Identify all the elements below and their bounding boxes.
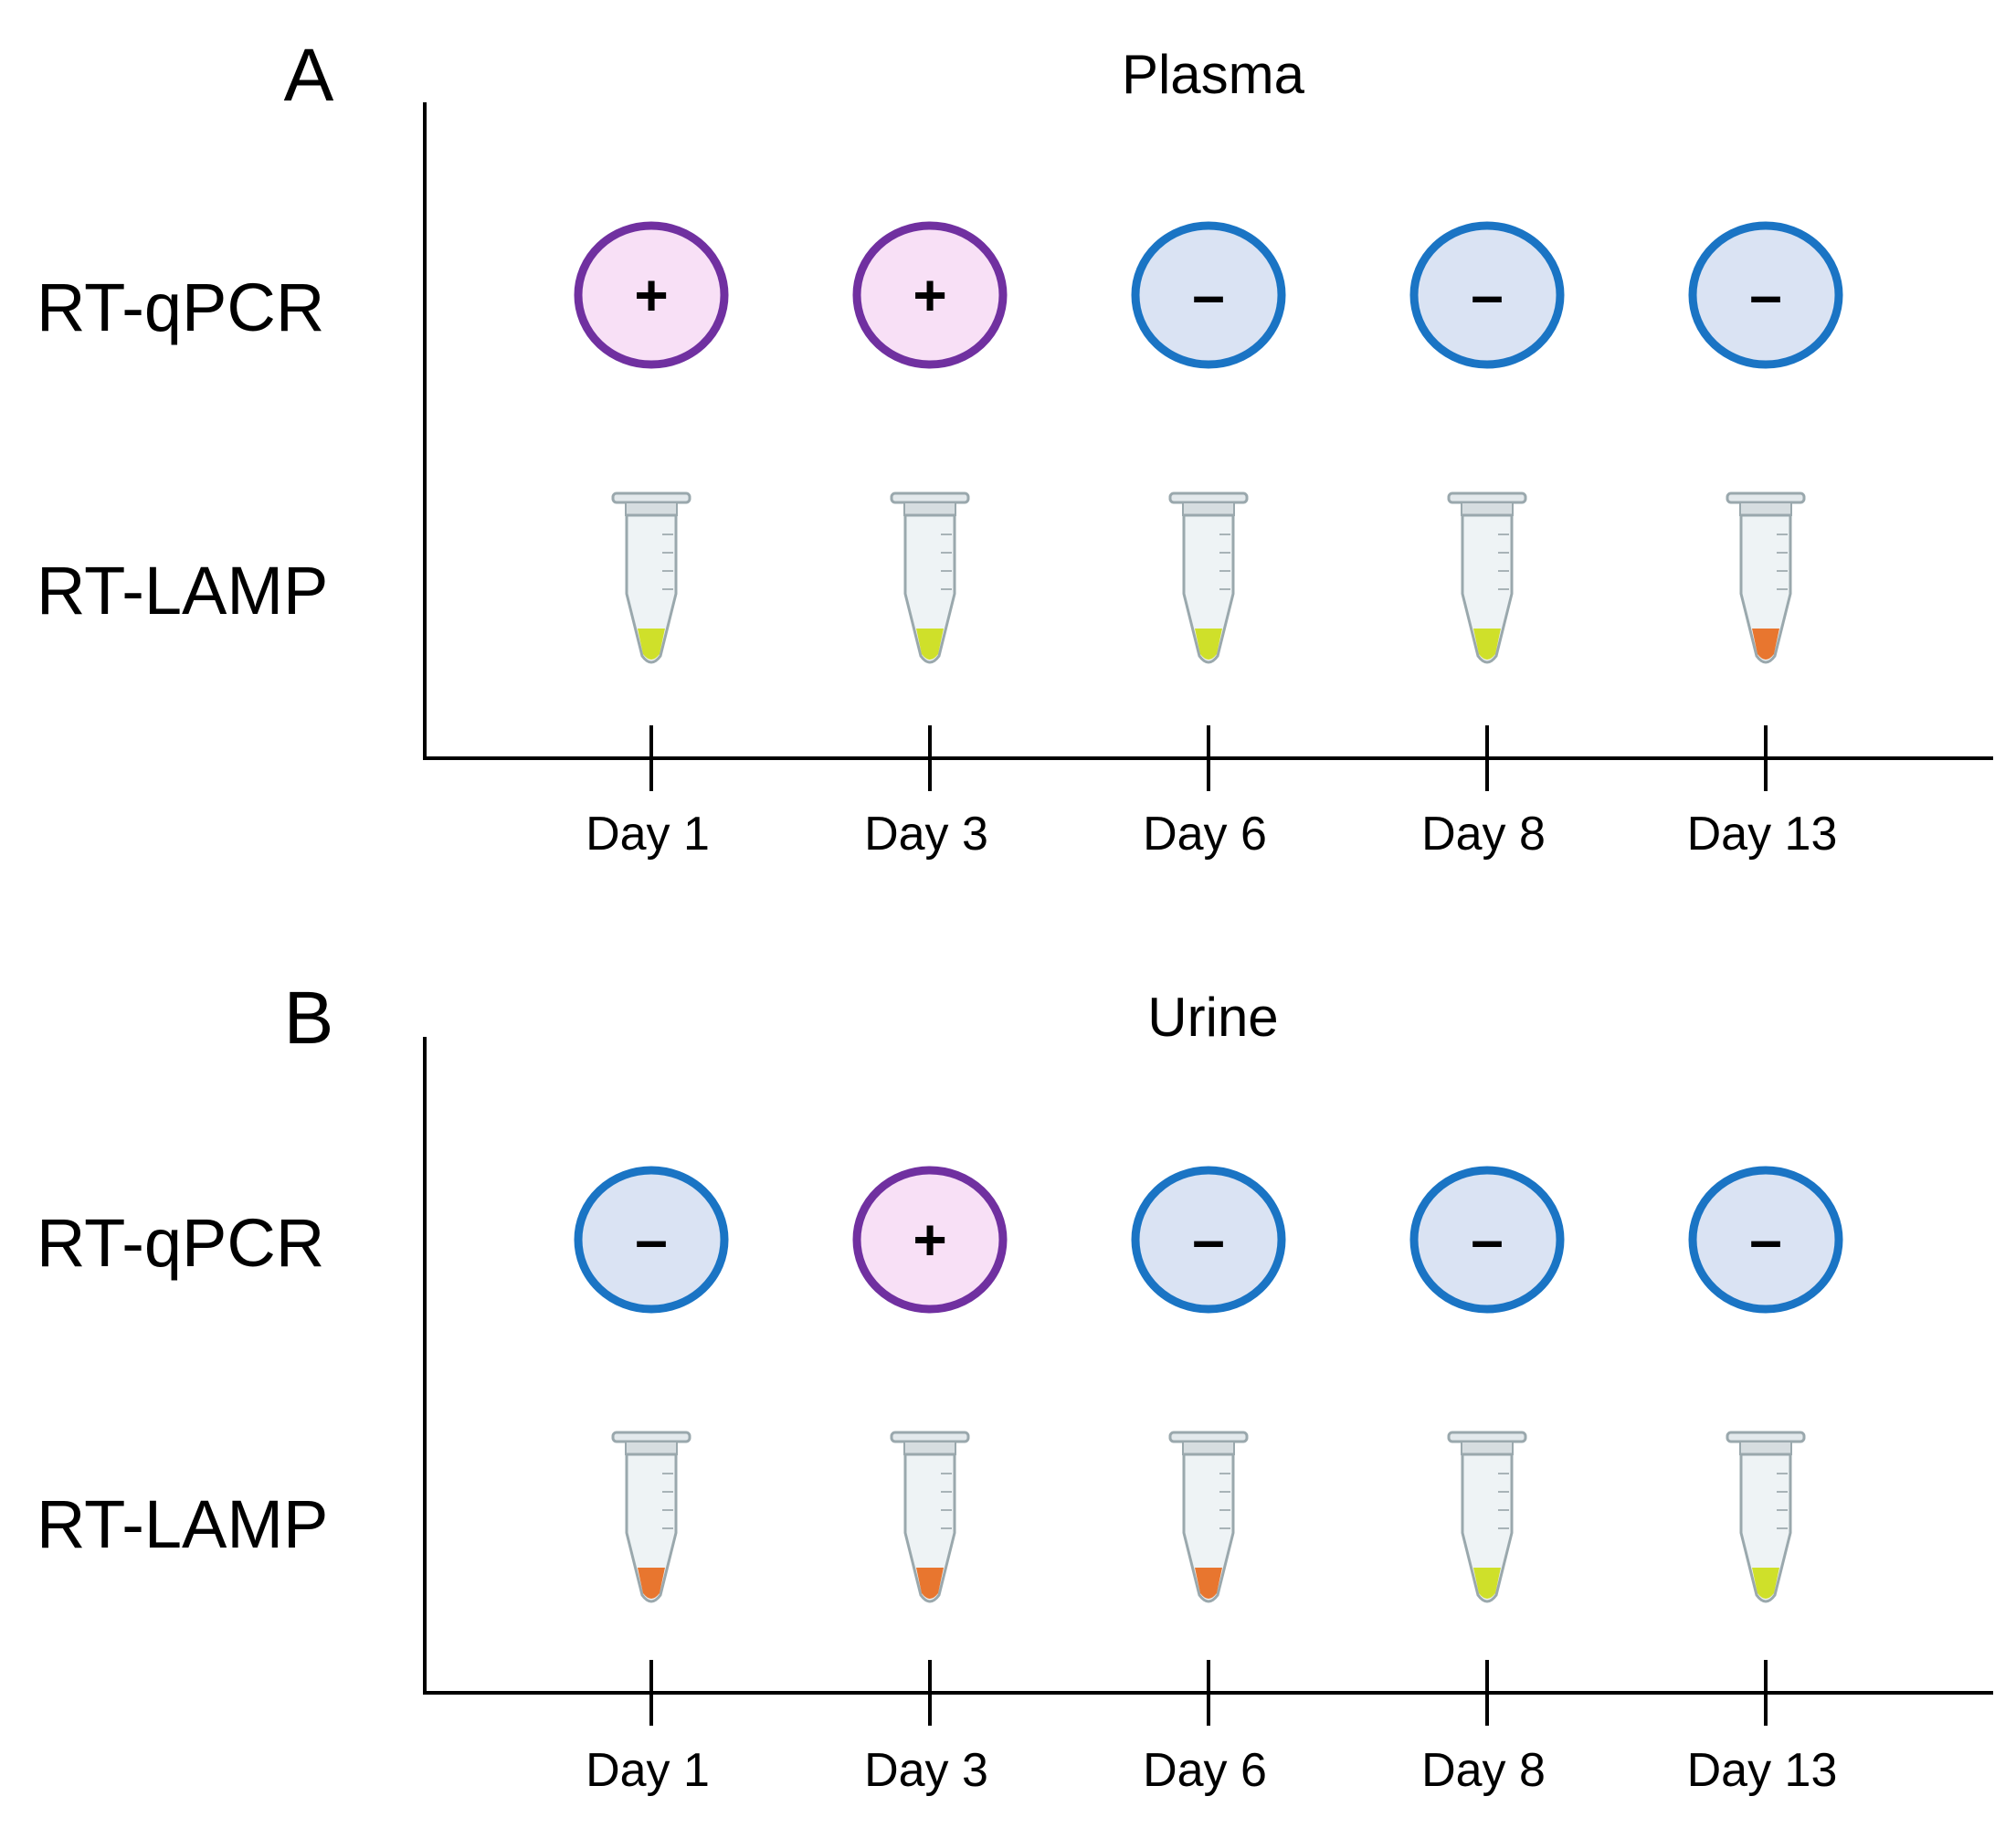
- day-label: Day 3: [864, 808, 988, 861]
- plus-sign: +: [913, 1207, 946, 1273]
- day-axis: Day 1 Day 3 Day 6 Day 8 Day 13: [586, 1660, 1837, 1797]
- minus-sign: –: [1749, 262, 1782, 328]
- rt-lamp-row: [611, 491, 1806, 664]
- microtube-icon: [890, 491, 970, 664]
- day-axis: Day 1 Day 3 Day 6 Day 8 Day 13: [586, 725, 1837, 861]
- lamp-liquid: [1473, 629, 1501, 660]
- microtube-icon: [611, 491, 691, 664]
- lamp-liquid: [916, 1568, 944, 1599]
- result-circle: [1409, 221, 1565, 369]
- negative-result-badge: –: [1131, 221, 1286, 369]
- lamp-liquid: [638, 629, 665, 660]
- panel-title: Plasma: [1122, 44, 1305, 105]
- negative-result-badge: –: [1688, 1166, 1843, 1314]
- row-label-rt-lamp: RT-LAMP: [37, 1486, 328, 1562]
- result-circle: [1131, 1166, 1286, 1314]
- row-label-rt-lamp: RT-LAMP: [37, 553, 328, 629]
- lamp-liquid: [1473, 1568, 1501, 1599]
- microtube-icon: [890, 1431, 970, 1603]
- result-circle: [852, 1166, 1008, 1314]
- plus-sign: +: [634, 262, 668, 328]
- minus-sign: –: [1471, 1207, 1504, 1273]
- negative-result-badge: –: [574, 1166, 729, 1314]
- rt-qpcr-row: – + – – –: [574, 1166, 1843, 1314]
- negative-result-badge: –: [1688, 221, 1843, 369]
- negative-result-badge: –: [1409, 221, 1565, 369]
- day-label: Day 6: [1143, 1744, 1267, 1797]
- panel-letter: B: [284, 977, 334, 1060]
- lamp-liquid: [1752, 629, 1779, 660]
- positive-result-badge: +: [852, 1166, 1008, 1314]
- positive-result-badge: +: [574, 221, 729, 369]
- minus-sign: –: [635, 1207, 668, 1273]
- rt-lamp-row: [611, 1431, 1806, 1603]
- lamp-liquid: [638, 1568, 665, 1599]
- negative-result-badge: –: [1131, 1166, 1286, 1314]
- microtube-icon: [1168, 491, 1249, 664]
- microtube-icon: [1168, 1431, 1249, 1603]
- day-label: Day 1: [586, 808, 710, 861]
- result-circle: [1409, 1166, 1565, 1314]
- microtube-icon: [1726, 491, 1806, 664]
- minus-sign: –: [1471, 262, 1504, 328]
- result-circle: [1688, 221, 1843, 369]
- microtube-icon: [1447, 491, 1527, 664]
- result-circle: [852, 221, 1008, 369]
- result-circle: [574, 1166, 729, 1314]
- panel-letter: A: [284, 34, 334, 117]
- microtube-icon: [1447, 1431, 1527, 1603]
- day-label: Day 8: [1421, 808, 1546, 861]
- lamp-liquid: [1195, 629, 1222, 660]
- lamp-liquid: [1195, 1568, 1222, 1599]
- result-circle: [1688, 1166, 1843, 1314]
- negative-result-badge: –: [1409, 1166, 1565, 1314]
- result-circle: [574, 221, 729, 369]
- microtube-icon: [611, 1431, 691, 1603]
- day-label: Day 1: [586, 1744, 710, 1797]
- minus-sign: –: [1192, 262, 1225, 328]
- panel-urine: B Urine RT-qPCR RT-LAMP – + – – – Day 1 Day 3…: [37, 977, 1993, 1797]
- positive-result-badge: +: [852, 221, 1008, 369]
- minus-sign: –: [1749, 1207, 1782, 1273]
- plus-sign: +: [913, 262, 946, 328]
- row-label-rt-qpcr: RT-qPCR: [37, 269, 324, 345]
- day-label: Day 3: [864, 1744, 988, 1797]
- minus-sign: –: [1192, 1207, 1225, 1273]
- row-label-rt-qpcr: RT-qPCR: [37, 1205, 324, 1281]
- lamp-liquid: [1752, 1568, 1779, 1599]
- rt-qpcr-row: + + – – –: [574, 221, 1843, 369]
- day-label: Day 13: [1687, 808, 1838, 861]
- panel-title: Urine: [1147, 987, 1278, 1048]
- day-label: Day 13: [1687, 1744, 1838, 1797]
- day-label: Day 8: [1421, 1744, 1546, 1797]
- day-label: Day 6: [1143, 808, 1267, 861]
- microtube-icon: [1726, 1431, 1806, 1603]
- lamp-liquid: [916, 629, 944, 660]
- result-circle: [1131, 221, 1286, 369]
